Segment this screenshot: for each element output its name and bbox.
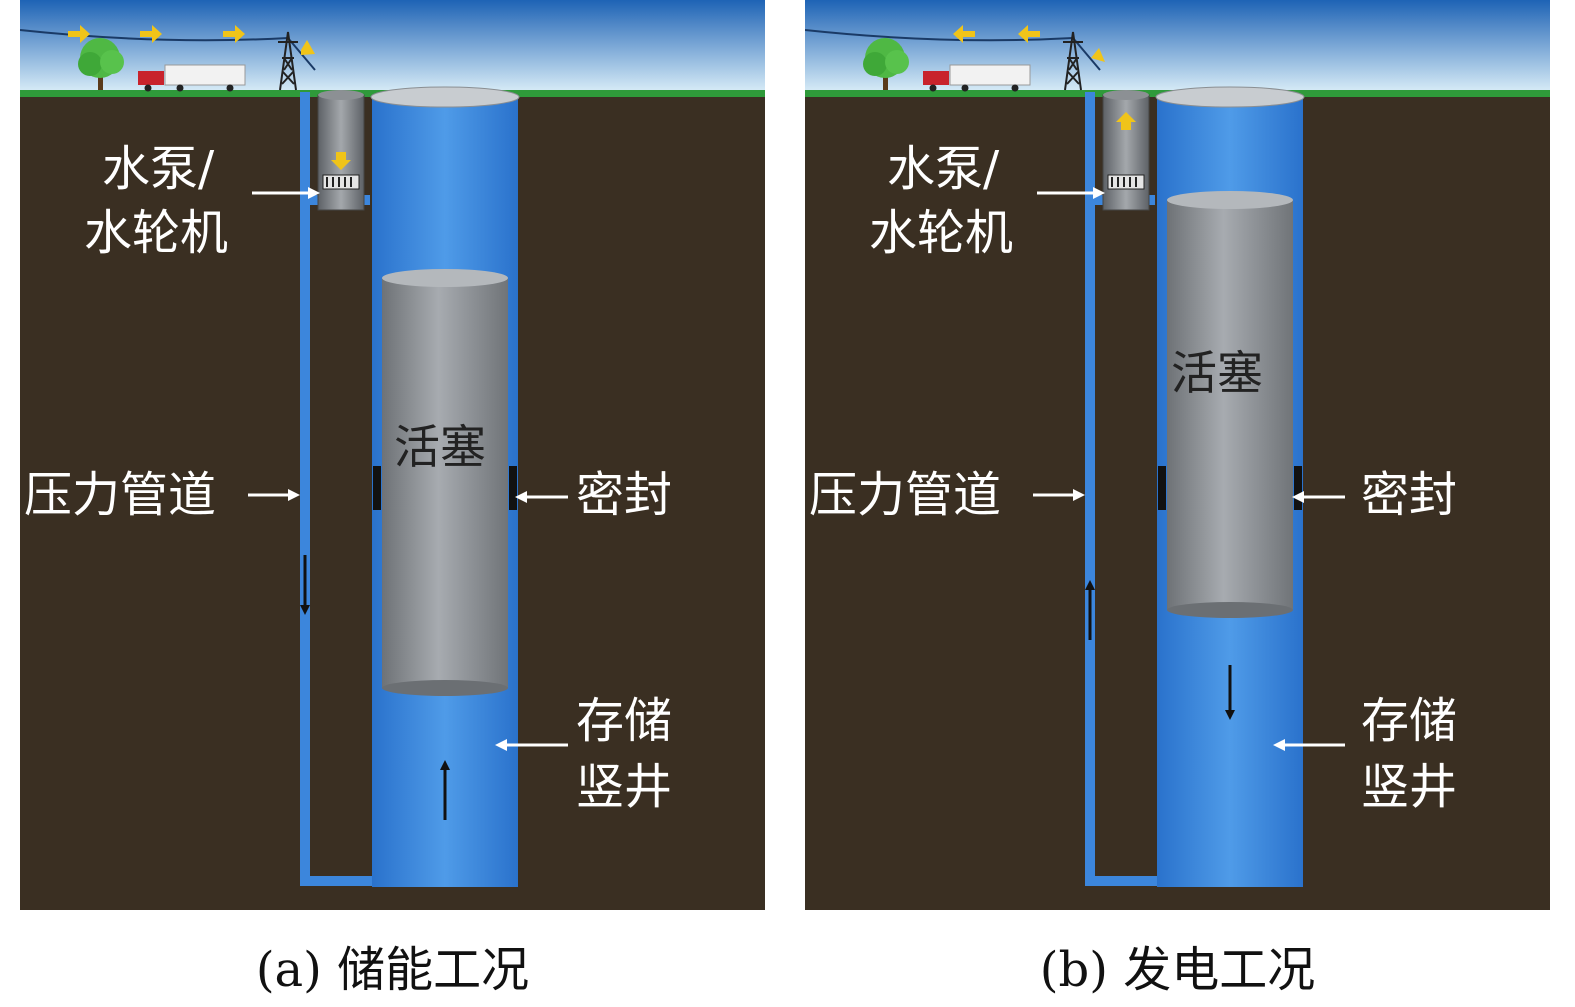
label-shaft-line1: 存储 bbox=[1361, 693, 1458, 749]
seal-left bbox=[1158, 466, 1166, 510]
power-line bbox=[805, 29, 1101, 71]
flow-arrow-icon bbox=[953, 25, 1105, 62]
caption-b: (b) 发电工况 bbox=[1039, 942, 1316, 998]
seal-right bbox=[509, 466, 517, 510]
scene-illustration bbox=[805, 0, 1550, 910]
seal-right bbox=[1294, 466, 1302, 510]
seal-left bbox=[373, 466, 381, 510]
caption-a: (a) 储能工况 bbox=[255, 942, 530, 998]
truck-icon bbox=[138, 64, 246, 92]
pump-turbine bbox=[1102, 90, 1150, 211]
pump-arrow-down bbox=[331, 152, 351, 170]
piston bbox=[1167, 191, 1293, 618]
scene-illustration bbox=[20, 0, 765, 910]
tree-icon bbox=[863, 38, 909, 90]
flow-arrow-icon bbox=[68, 25, 315, 55]
sky bbox=[20, 0, 765, 92]
label-shaft-line1: 存储 bbox=[576, 693, 673, 749]
label-pressure-pipe: 压力管道 bbox=[809, 467, 1002, 523]
panel-energy-storage: 水泵/ 水轮机 压力管道 活塞 密封 存储 竖井 bbox=[20, 0, 765, 910]
pressure-pipe bbox=[300, 92, 310, 882]
label-pump-line1: 水泵/ bbox=[102, 141, 215, 197]
shaft-cap bbox=[370, 86, 520, 108]
pressure-pipe bbox=[1085, 92, 1095, 882]
power-tower-icon bbox=[278, 31, 298, 91]
power-tower-icon bbox=[1063, 31, 1083, 91]
label-seal: 密封 bbox=[1361, 467, 1458, 523]
label-pump-line1: 水泵/ bbox=[887, 141, 1000, 197]
label-shaft-line2: 竖井 bbox=[1361, 759, 1458, 815]
label-seal: 密封 bbox=[576, 467, 673, 523]
label-piston: 活塞 bbox=[1171, 346, 1263, 400]
label-pump-line2: 水轮机 bbox=[869, 205, 1014, 261]
truck-icon bbox=[923, 64, 1031, 92]
power-line bbox=[20, 29, 316, 71]
label-shaft-line2: 竖井 bbox=[576, 759, 673, 815]
tree-icon bbox=[78, 38, 124, 90]
sky bbox=[805, 0, 1550, 92]
label-piston: 活塞 bbox=[394, 420, 486, 474]
pump-arrow-up bbox=[1116, 112, 1136, 130]
panel-power-generation: 水泵/ 水轮机 压力管道 活塞 密封 存储 竖井 bbox=[805, 0, 1550, 910]
piston bbox=[382, 269, 508, 696]
label-pressure-pipe: 压力管道 bbox=[24, 467, 217, 523]
label-pump-line2: 水轮机 bbox=[84, 205, 229, 261]
shaft-cap bbox=[1155, 86, 1305, 108]
pump-turbine bbox=[317, 90, 365, 211]
